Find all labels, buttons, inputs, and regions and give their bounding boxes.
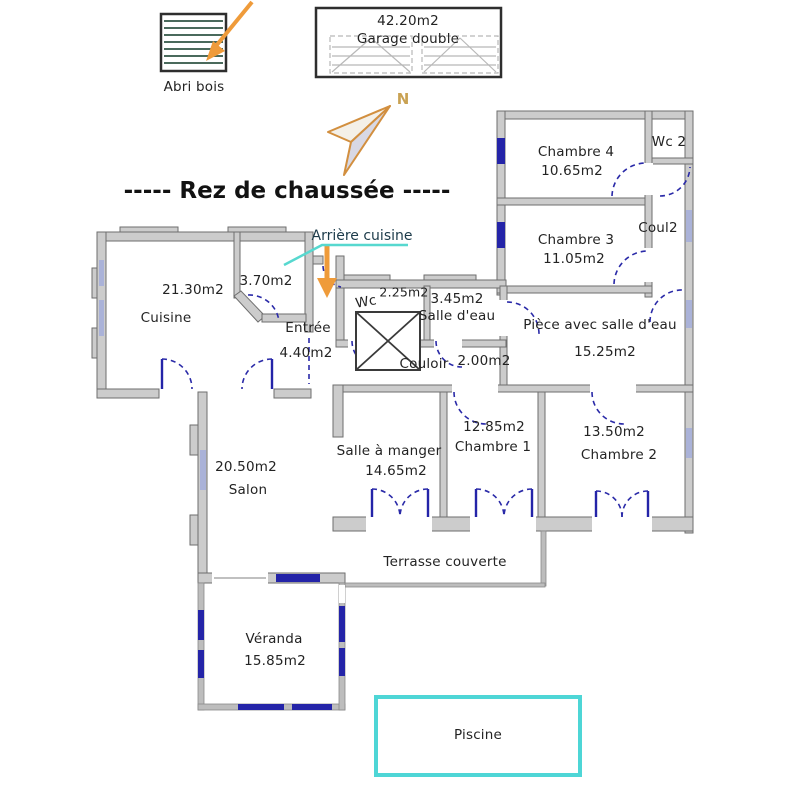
room-label-chambre3-area: 11.05m2 — [543, 251, 605, 267]
room-label-wc2-name: Wc 2 — [651, 134, 687, 150]
room-label-salle-eau-name: Salle d'eau — [418, 308, 496, 324]
crossed-box — [355, 311, 421, 371]
entrance-arrow-icon — [317, 246, 337, 298]
room-label-terrasse-name: Terrasse couverte — [383, 554, 507, 570]
room-label-couloir-area: 2.00m2 — [457, 353, 511, 369]
garage-icon — [314, 6, 503, 79]
wall-openings — [212, 163, 653, 603]
room-label-cuisine-name: Cuisine — [140, 310, 192, 326]
room-label-chambre2-area: 13.50m2 — [583, 424, 645, 440]
north-label: N — [396, 90, 410, 108]
room-label-piscine-name: Piscine — [453, 727, 503, 743]
room-label-piece-eau-name: Pièce avec salle d'eau — [523, 317, 677, 333]
room-label-veranda-name: Véranda — [245, 631, 303, 647]
abri-bois-arrow-icon — [206, 0, 254, 61]
room-label-entree-area: 4.40m2 — [279, 345, 333, 361]
room-label-veranda-area: 15.85m2 — [244, 653, 306, 669]
garage-name-label: Garage double — [356, 31, 460, 47]
room-label-salon-name: Salon — [228, 482, 268, 498]
room-label-salon-area: 20.50m2 — [215, 459, 277, 475]
room-label-chambre4-area: 10.65m2 — [541, 163, 603, 179]
room-label-chambre3-name: Chambre 3 — [537, 232, 615, 248]
room-label-chambre4-name: Chambre 4 — [537, 144, 615, 160]
room-label-couloir-name: Couloir — [399, 356, 449, 372]
door-leaves-layer — [160, 359, 650, 517]
room-label-salle-a-manger-area: 14.65m2 — [365, 463, 427, 479]
room-label-arriere-cuisine-area: 3.70m2 — [239, 273, 293, 289]
arriere-cuisine-annotation: Arrière cuisine — [311, 228, 413, 244]
garage-area-label: 42.20m2 — [377, 13, 439, 29]
north-arrow-icon — [327, 105, 391, 176]
arriere-cuisine-pointer-line — [283, 243, 408, 267]
room-label-entree-name: Entrée — [285, 320, 331, 336]
windows-layer — [99, 138, 692, 710]
room-label-piece-eau-area: 15.25m2 — [574, 344, 636, 360]
abri-bois-label: Abri bois — [163, 79, 225, 95]
room-label-chambre1-area: 12.85m2 — [463, 419, 525, 435]
room-label-salle-eau-area: 3.45m2 — [430, 291, 484, 307]
piscine-outline — [374, 695, 582, 777]
room-label-salle-a-manger-name: Salle à manger — [336, 443, 442, 459]
room-label-wc-area: 2.25m2 — [379, 284, 429, 300]
room-label-cuisine-area: 21.30m2 — [162, 282, 224, 298]
room-label-coul2-name: Coul2 — [638, 220, 678, 236]
page-title: ----- Rez de chaussée ----- — [123, 178, 451, 204]
room-label-chambre2-name: Chambre 2 — [580, 447, 658, 463]
room-label-chambre1-name: Chambre 1 — [454, 439, 532, 455]
abri-bois-icon — [159, 0, 254, 73]
